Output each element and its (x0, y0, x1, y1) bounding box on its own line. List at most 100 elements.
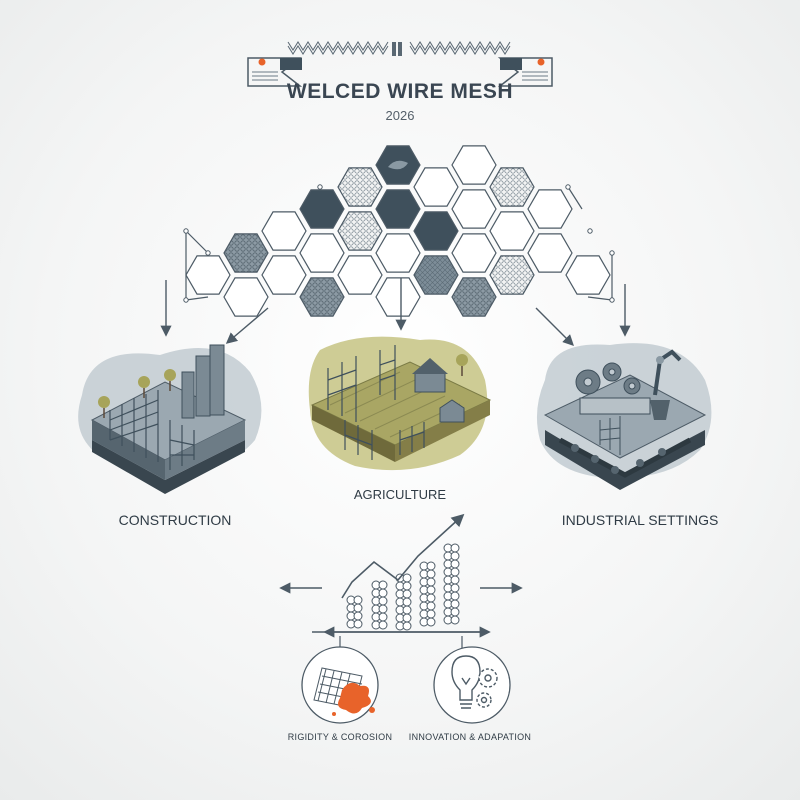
growth-chart-icon (279, 513, 523, 652)
rust-splash (338, 682, 371, 714)
mesh-node (205, 250, 211, 256)
title-year: 2026 (385, 108, 415, 123)
mesh-rust-icon (301, 646, 379, 724)
column-mesh-cell (450, 607, 460, 617)
factory-conveyor-icon (536, 343, 712, 490)
banner-dot-right (537, 58, 545, 66)
header-banner (247, 41, 553, 87)
feature-label-rigidity: RIGIDITY & COROSION (287, 732, 393, 742)
column-mesh-cell (378, 580, 388, 590)
banner-zigzag-right (409, 41, 511, 55)
mesh-hexagon (375, 277, 421, 317)
column-mesh-cell (426, 585, 436, 595)
column-mesh-cell (450, 599, 460, 609)
mesh-hexagon (565, 255, 611, 295)
mesh-hexagon (489, 255, 535, 295)
column-mesh-cell (450, 591, 460, 601)
mesh-connector (185, 296, 209, 301)
mesh-hexagon (375, 233, 421, 273)
mesh-hexagon (375, 189, 421, 229)
column-mesh-cell (450, 551, 460, 561)
gear-cluster (575, 362, 641, 395)
mesh-connector (567, 186, 583, 210)
mesh-hexagon (451, 277, 497, 317)
mesh-node (609, 250, 615, 256)
column-mesh-cell (426, 577, 436, 587)
column-mesh-cell (426, 561, 436, 571)
mesh-node (317, 184, 323, 190)
mesh-hexagon (261, 255, 307, 295)
hexagon-detail (388, 160, 408, 170)
column-mesh-cell (353, 619, 363, 629)
column-mesh-cell (450, 559, 460, 569)
construction-site-icon (78, 344, 262, 494)
column-mesh-cell (378, 612, 388, 622)
mesh-node (183, 228, 189, 234)
page-title: WELCED WIRE MESH (286, 80, 514, 103)
hexagon-mesh-network (183, 145, 615, 317)
column-mesh-cell (378, 620, 388, 630)
trend-arrow (341, 513, 465, 599)
column-mesh-cell (402, 573, 412, 583)
mesh-hexagon (299, 189, 345, 229)
column-mesh-cell (353, 611, 363, 621)
mesh-hexagon (299, 233, 345, 273)
column-mesh-cell (426, 609, 436, 619)
mesh-hexagon (489, 211, 535, 251)
mesh-hexagon (261, 211, 307, 251)
mesh-node (565, 184, 571, 190)
column-mesh-cell (402, 589, 412, 599)
column-mesh-cell (353, 595, 363, 605)
column-mesh-cell (426, 617, 436, 627)
column-mesh-cell (426, 569, 436, 579)
mesh-hexagon (451, 145, 497, 185)
column-mesh-cell (402, 613, 412, 623)
column-mesh-cell (426, 601, 436, 611)
mesh-hexagon (337, 167, 383, 207)
column-mesh-cell (450, 575, 460, 585)
column-mesh-cell (353, 603, 363, 613)
column-mesh-cell (450, 567, 460, 577)
mesh-hexagon (413, 211, 459, 251)
banner-dot-left (258, 58, 266, 66)
column-mesh-cell (450, 615, 460, 625)
mesh-connector (185, 230, 209, 254)
mesh-hexagon (185, 255, 231, 295)
mesh-node (183, 297, 189, 303)
column-mesh-cell (402, 605, 412, 615)
column-mesh-cell (402, 581, 412, 591)
column-mesh-cell (450, 543, 460, 553)
column-mesh-cell (402, 597, 412, 607)
mesh-hexagon (527, 233, 573, 273)
column-mesh-cell (450, 583, 460, 593)
column-mesh-cell (426, 593, 436, 603)
mesh-hexagon (223, 277, 269, 317)
column-mesh-cell (378, 604, 388, 614)
mesh-hexagon (299, 277, 345, 317)
mesh-hexagon (413, 167, 459, 207)
mesh-hexagon (413, 255, 459, 295)
mesh-node (609, 297, 615, 303)
mesh-hexagon (489, 167, 535, 207)
banner-zigzag-left (287, 41, 389, 55)
mesh-hexagon (527, 189, 573, 229)
column-mesh-cell (378, 596, 388, 606)
mesh-node (587, 228, 593, 234)
mesh-hexagon (451, 189, 497, 229)
sector-label-agriculture: AGRICULTURE (353, 487, 447, 502)
mesh-hexagon (451, 233, 497, 273)
feature-label-innovation: INNOVATION & ADAPATION (408, 732, 532, 742)
sector-label-construction: CONSTRUCTION (118, 512, 232, 528)
mesh-hexagon (337, 211, 383, 251)
sector-label-industrial: INDUSTRIAL SETTINGS (561, 512, 719, 528)
mesh-hexagon (223, 233, 269, 273)
column-mesh-cell (378, 588, 388, 598)
mesh-connector (587, 296, 613, 301)
flow-arrows (160, 278, 631, 346)
column-mesh-cell (402, 621, 412, 631)
lightbulb-gears-icon (433, 646, 511, 724)
farm-icon (308, 336, 492, 471)
mesh-bar-columns (346, 543, 460, 631)
mesh-hexagon (337, 255, 383, 295)
